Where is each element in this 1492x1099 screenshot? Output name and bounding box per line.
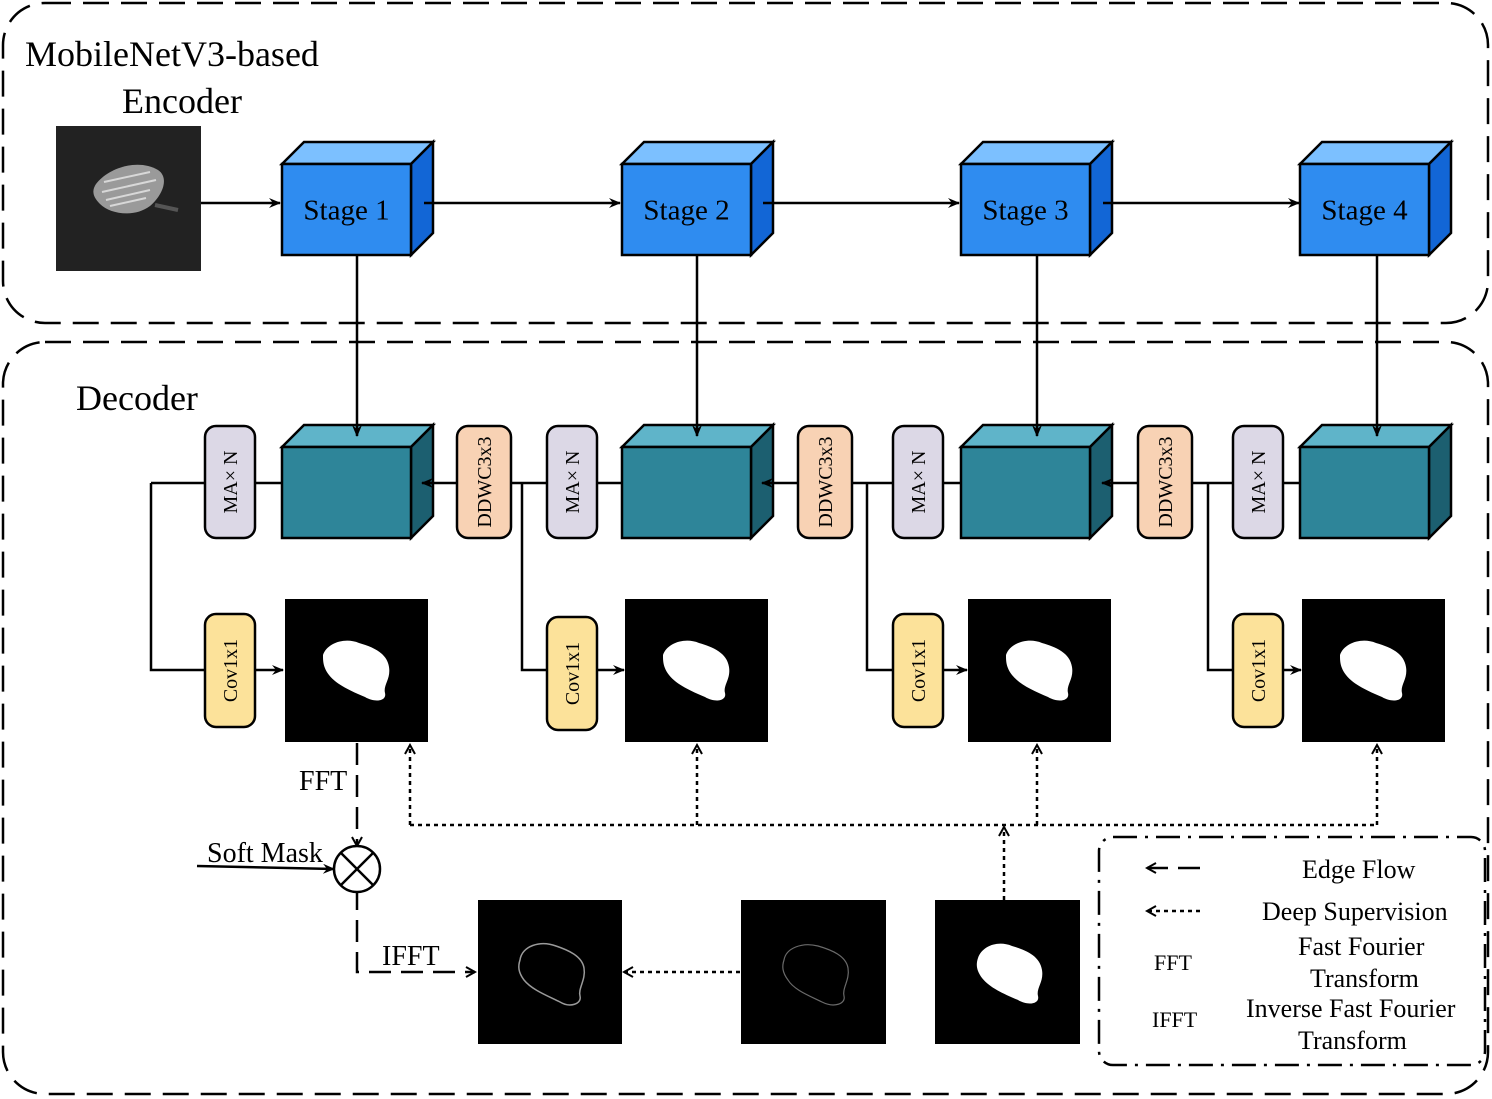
conv-block-1-label: Cov1x1 — [220, 639, 242, 702]
decoder-flow-lines — [149, 478, 1302, 675]
ddwc-block-2-label: DDWC3x3 — [815, 436, 837, 527]
encoder-stage-3: Stage 3 — [957, 138, 1116, 259]
decoder-panel — [1, 340, 1490, 1096]
ddwc-block-2: DDWC3x3 — [796, 424, 854, 540]
mask-image-gt — [935, 900, 1080, 1044]
decoder-block-2 — [618, 421, 777, 542]
ma-block-1-label: MA× N — [220, 451, 242, 514]
legend-fft-desc-line1: Fast Fourier — [1298, 932, 1425, 961]
predicted-mask-3 — [968, 599, 1111, 742]
conv-block-2: Cov1x1 — [545, 615, 599, 732]
decoder-block-3 — [957, 421, 1116, 542]
legend-deep-supervision-label: Deep Supervision — [1262, 897, 1448, 926]
fft-label: FFT — [299, 766, 347, 797]
ma-block-3: MA× N — [891, 424, 945, 540]
legend-ifft-desc-line1: Inverse Fast Fourier — [1246, 994, 1456, 1023]
conv-block-4-label: Cov1x1 — [1248, 639, 1270, 702]
decoder-block-1 — [278, 421, 437, 542]
ddwc-block-1-label: DDWC3x3 — [474, 436, 496, 527]
conv-block-2-label: Cov1x1 — [562, 642, 584, 705]
encoder-stage-1-label: Stage 1 — [303, 195, 389, 227]
edge-flow-lines — [357, 743, 475, 972]
ma-block-1: MA× N — [203, 424, 257, 540]
legend: Edge Flow Deep Supervision FFT Fast Four… — [1097, 835, 1487, 1067]
decoder-block-4 — [1296, 421, 1455, 542]
deep-supervision-lines — [410, 745, 1377, 972]
skip-connection-arrows — [352, 255, 1382, 437]
legend-fft-desc-line2: Transform — [1310, 964, 1419, 993]
ma-block-2-label: MA× N — [562, 451, 584, 514]
conv-block-1: Cov1x1 — [203, 612, 257, 729]
input-image — [56, 126, 201, 271]
predicted-mask-4 — [1302, 599, 1445, 742]
conv-block-3-label: Cov1x1 — [908, 639, 930, 702]
encoder-title-line2: Encoder — [122, 81, 242, 121]
edge-image-fft — [741, 900, 886, 1044]
ddwc-block-3-label: DDWC3x3 — [1155, 436, 1177, 527]
ma-block-3-label: MA× N — [908, 451, 930, 514]
soft-mask-label: Soft Mask — [207, 838, 323, 869]
legend-ifft-desc-line2: Transform — [1298, 1026, 1407, 1055]
ddwc-block-1: DDWC3x3 — [455, 424, 513, 540]
encoder-stage-3-label: Stage 3 — [982, 195, 1068, 227]
predicted-mask-2 — [625, 599, 768, 742]
ma-block-4: MA× N — [1231, 424, 1285, 540]
ma-block-2: MA× N — [545, 424, 599, 540]
encoder-stage-2: Stage 2 — [618, 138, 777, 259]
encoder-title-line1: MobileNetV3-based — [25, 34, 319, 74]
legend-edge-flow-label: Edge Flow — [1302, 855, 1416, 884]
encoder-stage-1: Stage 1 — [278, 138, 437, 259]
encoder-stage-4-label: Stage 4 — [1321, 195, 1408, 227]
decoder-title: Decoder — [76, 378, 198, 418]
conv-block-3: Cov1x1 — [891, 612, 945, 729]
ddwc-block-3: DDWC3x3 — [1136, 424, 1194, 540]
soft-mask-arrow — [196, 863, 335, 874]
legend-fft-abbr: FFT — [1154, 950, 1192, 975]
encoder-panel — [1, 1, 1490, 325]
legend-ifft-abbr: IFFT — [1152, 1007, 1198, 1032]
ifft-label: IFFT — [382, 941, 440, 972]
conv-block-4: Cov1x1 — [1231, 612, 1285, 729]
predicted-mask-1 — [285, 599, 428, 742]
multiply-node — [332, 844, 382, 894]
encoder-stage-2-label: Stage 2 — [643, 195, 729, 227]
ma-block-4-label: MA× N — [1248, 451, 1270, 514]
encoder-stage-4: Stage 4 — [1296, 138, 1455, 259]
edge-image-output — [478, 900, 622, 1044]
